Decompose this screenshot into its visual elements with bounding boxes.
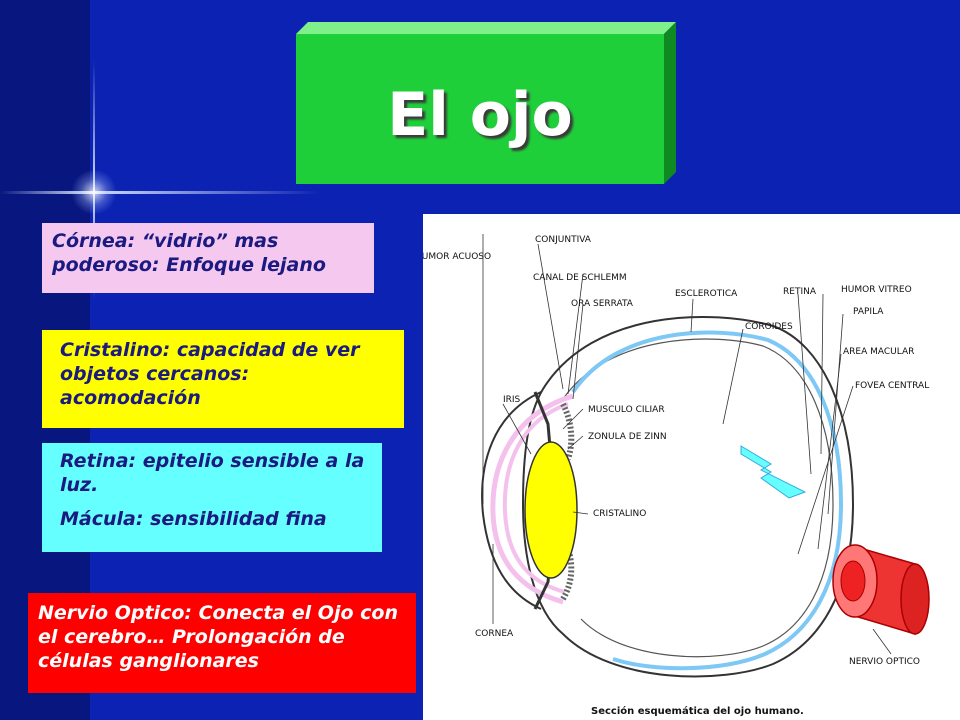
cornea-box: Córnea: “vidrio” mas poderoso: Enfoque l…	[42, 223, 374, 293]
cornea-arc-highlight-inner	[502, 402, 569, 594]
label-fovea-central: FOVEA CENTRAL	[855, 381, 929, 391]
label-iris: IRIS	[503, 395, 521, 405]
title-box: El ojo	[296, 22, 676, 184]
label-humor-acuoso: HUMOR ACUOSO	[423, 252, 491, 262]
ciliary-lower	[560, 548, 575, 601]
leader-lines	[482, 234, 892, 655]
page-title: El ojo	[387, 80, 573, 150]
light-flare-horizontal	[0, 191, 320, 194]
label-zonula-zinn: ZONULA DE ZINN	[588, 432, 667, 442]
label-papila: PAPILA	[853, 307, 884, 317]
label-retina: RETINA	[783, 287, 817, 297]
label-musculo-ciliar: MUSCULO CILIAR	[588, 405, 665, 415]
label-cornea: CORNEA	[475, 629, 514, 639]
ciliary-upper	[560, 402, 575, 460]
choroid-outline	[562, 338, 834, 658]
cornea-outline	[481, 391, 542, 610]
label-ora-serrata: ORA SERRATA	[571, 299, 634, 309]
retina-text: Retina: epitelio sensible a la luz.	[60, 450, 365, 496]
label-conjuntiva: CONJUNTIVA	[535, 235, 592, 245]
cristalino-box: Cristalino: capacidad de ver objetos cer…	[42, 330, 404, 428]
label-humor-vitreo: HUMOR VITREO	[841, 285, 912, 295]
sclera-outline	[521, 316, 855, 678]
cristalino-text: Cristalino: capacidad de ver objetos cer…	[60, 339, 360, 409]
nervio-text: Nervio Optico: Conecta el Ojo con el cer…	[38, 602, 398, 672]
title-box-shape	[296, 22, 676, 184]
eye-diagram-svg: HUMOR ACUOSO CONJUNTIVA CANAL DE SCHLEMM…	[423, 234, 930, 717]
label-esclerotica: ESCLEROTICA	[675, 289, 738, 299]
retina-line	[571, 330, 844, 671]
cornea-arc-highlight	[490, 393, 574, 605]
label-area-macular: AREA MACULAR	[843, 347, 914, 357]
label-canal-schlemm: CANAL DE SCHLEMM	[533, 273, 627, 283]
light-flare-glow	[70, 170, 118, 214]
lightning-icon	[740, 445, 807, 499]
diagram-caption: Sección esquemática del ojo humano.	[591, 705, 804, 717]
macula-text: Mácula: sensibilidad fina	[60, 508, 327, 530]
optic-nerve	[832, 544, 930, 636]
lens	[524, 441, 578, 579]
retina-box: Retina: epitelio sensible a la luz. Mácu…	[42, 443, 382, 552]
label-coroides: COROIDES	[745, 322, 793, 332]
label-nervio-optico: NERVIO OPTICO	[849, 657, 920, 667]
label-cristalino: CRISTALINO	[593, 509, 646, 519]
cornea-text: Córnea: “vidrio” mas poderoso: Enfoque l…	[52, 230, 326, 276]
eye-diagram: HUMOR ACUOSO CONJUNTIVA CANAL DE SCHLEMM…	[423, 214, 960, 720]
nervio-box: Nervio Optico: Conecta el Ojo con el cer…	[28, 593, 416, 693]
